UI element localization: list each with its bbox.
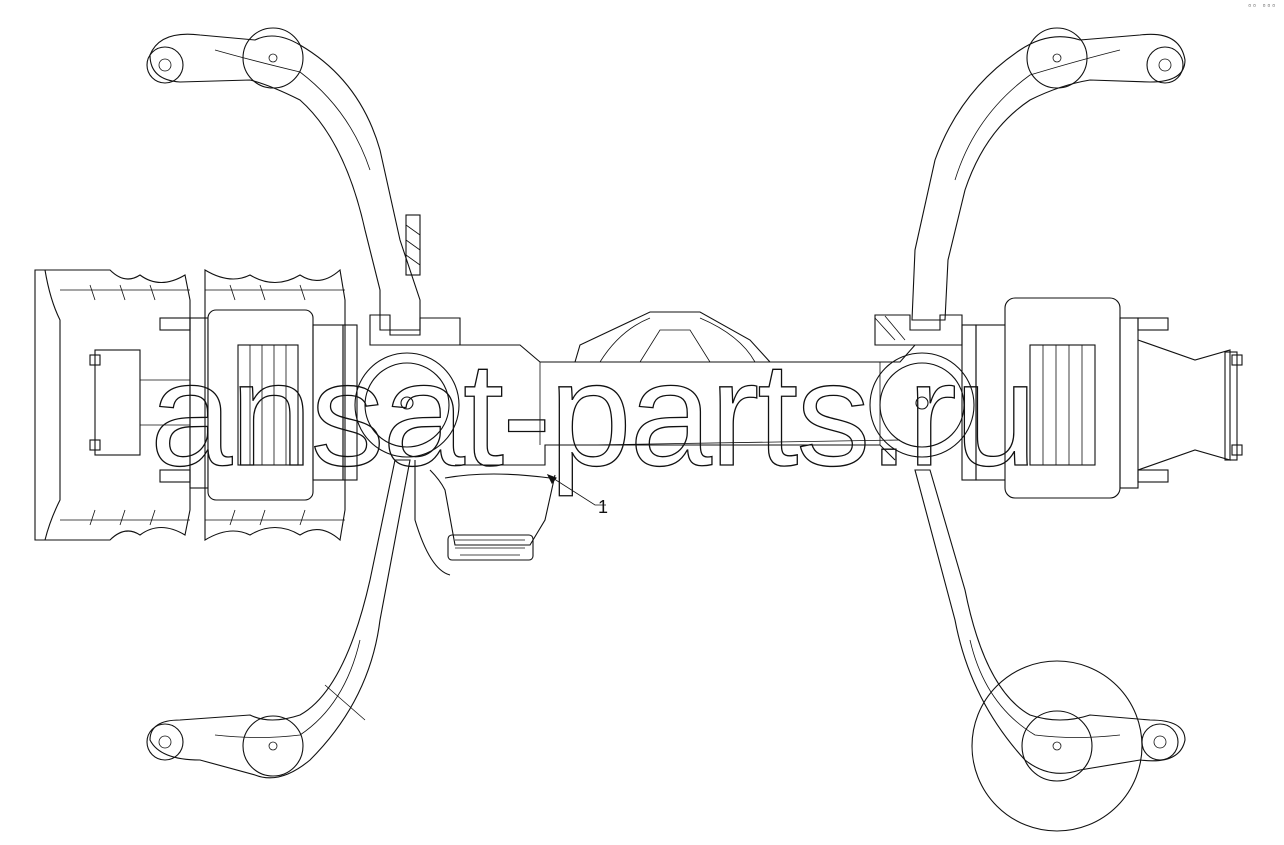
corner-mark: ▫▫ ▫▫▫ [1247, 2, 1276, 11]
left-suspension-arm [146, 27, 421, 779]
left-hub-and-brake [89, 309, 358, 501]
callout-label-1: 1 [598, 497, 608, 517]
left-knuckle [354, 314, 461, 576]
watermark-text: ansat-parts.ru [150, 332, 1035, 497]
right-hub-and-brake [961, 297, 1243, 499]
right-knuckle [869, 314, 975, 458]
callout-leader-1 [546, 473, 606, 506]
right-suspension-arm [911, 27, 1186, 832]
